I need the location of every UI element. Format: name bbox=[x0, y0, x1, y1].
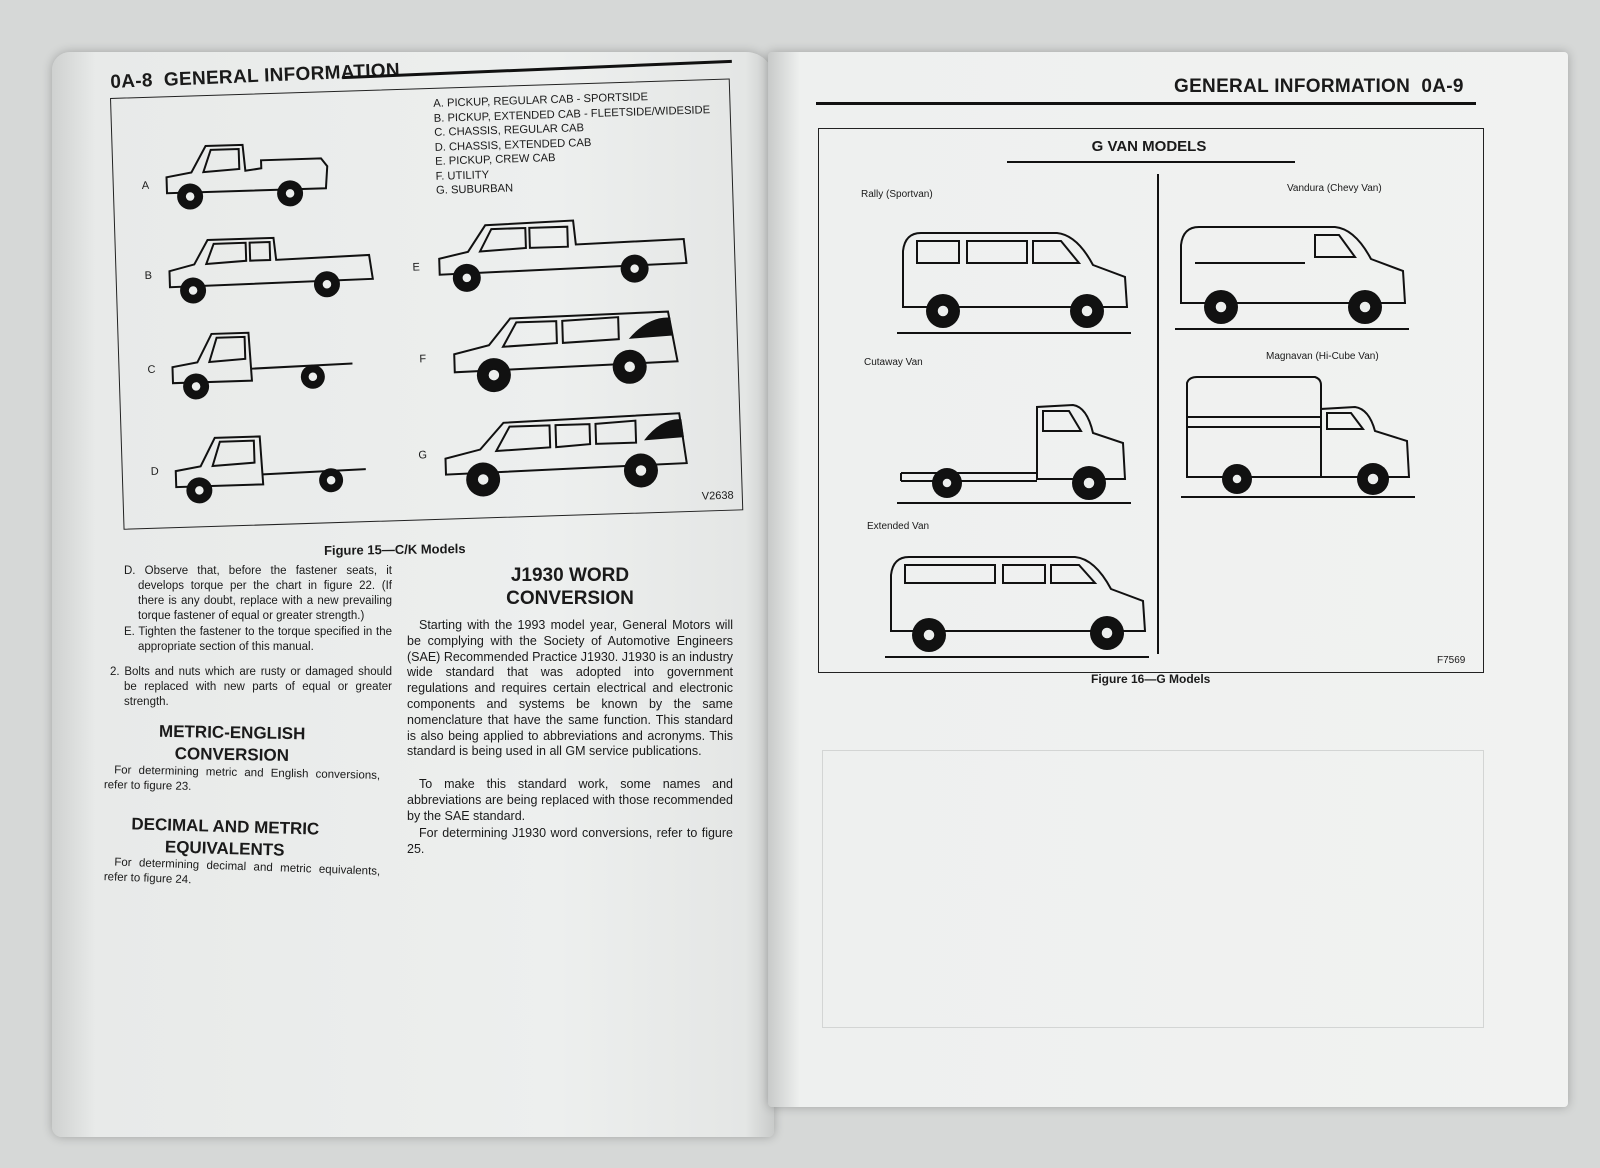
figure-16-caption: Figure 16—G Models bbox=[1091, 672, 1211, 686]
figure-15-box: A. PICKUP, REGULAR CAB - SPORTSIDE B. PI… bbox=[110, 78, 744, 530]
left-page-number: 0A-8 bbox=[110, 70, 154, 93]
label-b: B bbox=[144, 269, 153, 282]
figure-15-legend: A. PICKUP, REGULAR CAB - SPORTSIDE B. PI… bbox=[433, 88, 712, 198]
step-e: E. Tighten the fastener to the torque sp… bbox=[124, 626, 392, 653]
figure-15-caption: Figure 15—C/K Models bbox=[323, 541, 466, 558]
label-f: F bbox=[419, 353, 427, 366]
rally-van-drawing bbox=[897, 232, 1131, 334]
metric-english-text: For determining metric and English conve… bbox=[103, 764, 381, 793]
cutaway-van-drawing bbox=[897, 403, 1131, 504]
label-e: E bbox=[412, 261, 421, 274]
truck-f-drawing bbox=[453, 310, 679, 393]
metric-english-heading: METRIC-ENGLISH CONVERSION bbox=[112, 720, 353, 768]
truck-e-drawing bbox=[438, 219, 688, 292]
truck-a-drawing bbox=[165, 143, 329, 210]
step-2: 2. Bolts and nuts which are rusty or dam… bbox=[110, 666, 392, 708]
j1930-heading: J1930 WORD CONVERSION bbox=[472, 564, 668, 610]
figure-16-divider bbox=[1157, 174, 1159, 654]
figure-16-box: G VAN MODELS Rally (Sportvan) Vandura (C… bbox=[818, 128, 1484, 673]
figure-15-code: V2638 bbox=[701, 489, 734, 503]
vandura-van-drawing bbox=[1175, 226, 1409, 330]
step-d: D. Observe that, before the fastener sea… bbox=[124, 565, 392, 622]
right-header-rule bbox=[816, 102, 1476, 105]
label-g: G bbox=[418, 449, 428, 462]
title-underline bbox=[1007, 161, 1295, 163]
truck-b-drawing bbox=[168, 236, 374, 304]
j1930-heading-line2: CONVERSION bbox=[506, 588, 634, 609]
magnavan-drawing bbox=[1181, 376, 1415, 498]
label-a: A bbox=[141, 179, 150, 193]
van-label-vandura: Vandura (Chevy Van) bbox=[1287, 183, 1382, 194]
van-label-cutaway: Cutaway Van bbox=[864, 357, 923, 368]
left-header-rule bbox=[342, 59, 732, 80]
j1930-paragraph-2: To make this standard work, some names a… bbox=[407, 777, 733, 823]
right-page: GENERAL INFORMATION 0A-9 G VAN MODELS Ra… bbox=[768, 52, 1568, 1107]
g-van-models-title: G VAN MODELS bbox=[1091, 138, 1207, 155]
truck-d-drawing bbox=[174, 435, 366, 504]
right-section-title: GENERAL INFORMATION bbox=[1174, 76, 1411, 97]
right-page-header: GENERAL INFORMATION 0A-9 bbox=[1174, 76, 1464, 98]
van-label-magnavan: Magnavan (Hi-Cube Van) bbox=[1266, 351, 1379, 362]
left-page: 0A-8 GENERAL INFORMATION A. PICKUP, REGU… bbox=[52, 52, 774, 1137]
truck-c-drawing bbox=[171, 331, 353, 400]
j1930-heading-line1: J1930 WORD bbox=[510, 565, 630, 586]
figure-16-code: F7569 bbox=[1437, 655, 1466, 666]
truck-g-drawing bbox=[444, 412, 688, 497]
label-d: D bbox=[150, 465, 159, 478]
van-label-rally: Rally (Sportvan) bbox=[861, 189, 933, 200]
show-through-figure bbox=[822, 750, 1484, 1028]
van-label-extended: Extended Van bbox=[867, 521, 930, 532]
label-c: C bbox=[147, 363, 156, 376]
j1930-paragraph-3: For determining J1930 word conversions, … bbox=[407, 826, 733, 856]
right-page-number: 0A-9 bbox=[1421, 76, 1464, 97]
j1930-paragraph-1: Starting with the 1993 model year, Gener… bbox=[407, 618, 733, 759]
extended-van-drawing bbox=[885, 556, 1149, 658]
